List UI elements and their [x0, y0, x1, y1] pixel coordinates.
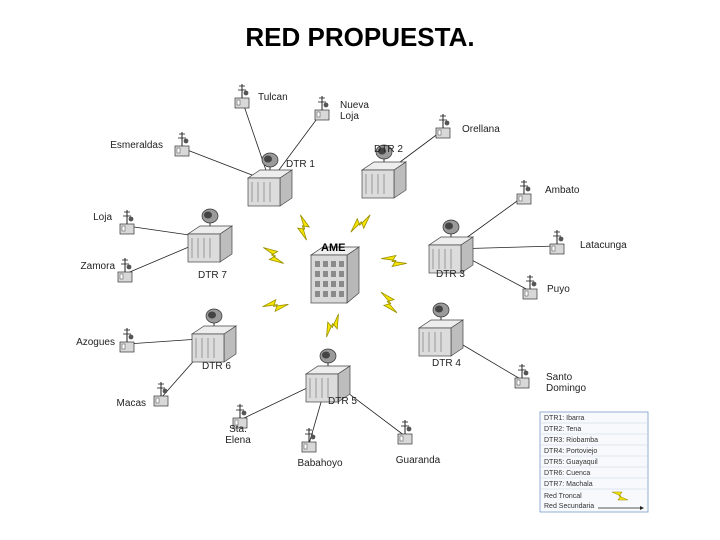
zamora-label: Zamora — [81, 261, 116, 272]
ame-hub-icon — [309, 246, 361, 304]
legend-line-item: Red Troncal — [544, 493, 582, 500]
dtr4-label: DTR 4 — [432, 358, 461, 369]
link-tulcan — [241, 99, 271, 183]
lightning-icon — [326, 313, 339, 338]
lightning-icon — [381, 254, 407, 268]
legend-item: DTR5: Guayaquil — [544, 459, 598, 466]
lightning-icon — [350, 214, 371, 233]
babahoyo-tower-icon — [301, 428, 317, 453]
loja-tower-icon — [119, 210, 135, 235]
legend-item: DTR7: Machala — [544, 481, 593, 488]
latacunga-label: Latacunga — [580, 240, 627, 251]
dtr2-server-icon — [360, 144, 408, 199]
dtr1-label: DTR 1 — [286, 159, 315, 170]
esmeraldas-tower-icon — [174, 132, 190, 157]
dtr7-label: DTR 7 — [198, 270, 227, 281]
dtr3-server-icon — [427, 219, 475, 274]
ambato-tower-icon — [516, 180, 532, 205]
orellana-label: Orellana — [462, 124, 500, 135]
zamora-tower-icon — [117, 258, 133, 283]
legend-item: DTR1: Ibarra — [544, 415, 585, 422]
legend-item: DTR3: Riobamba — [544, 437, 598, 444]
dtr4-server-icon — [417, 302, 465, 357]
tulcan-tower-icon — [234, 84, 250, 109]
dtr5-server-icon — [304, 348, 352, 403]
legend-item: DTR6: Cuenca — [544, 470, 590, 477]
nueva-loja-tower-icon — [314, 96, 330, 121]
dtr7-server-icon — [186, 208, 234, 263]
wireless-link-layer — [262, 214, 407, 338]
lightning-icon — [263, 247, 284, 264]
dtr1-server-icon — [246, 152, 294, 207]
legend-line-item: Red Secundaria — [544, 503, 594, 510]
esmeraldas-label: Esmeraldas — [110, 140, 163, 151]
puyo-tower-icon — [522, 275, 538, 300]
azogues-label: Azogues — [76, 337, 115, 348]
ambato-label: Ambato — [545, 185, 580, 196]
puyo-label: Puyo — [547, 284, 570, 295]
santo-domingo-tower-icon — [514, 364, 530, 389]
ame-label: AME — [321, 242, 345, 254]
macas-label: Macas — [117, 398, 146, 409]
dtr6-label: DTR 6 — [202, 361, 231, 372]
guaranda-tower-icon — [397, 420, 413, 445]
legend-item: DTR2: Tena — [544, 426, 581, 433]
dtr2-label: DTR 2 — [374, 144, 403, 155]
azogues-tower-icon — [119, 328, 135, 353]
dtr6-server-icon — [190, 308, 238, 363]
tulcan-label: Tulcan — [258, 92, 288, 103]
latacunga-tower-icon — [549, 230, 565, 255]
loja-label: Loja — [93, 212, 112, 223]
label-layer: AME DTR 1 DTR 2 DTR 3 DTR 4 DTR 5 DTR 6 DTR 7 Tu… — [76, 92, 627, 469]
legend-lightning-icon — [611, 491, 629, 501]
sta-elena-label: Sta.Elena — [225, 424, 251, 446]
lightning-icon — [296, 214, 311, 241]
babahoyo-label: Babahoyo — [297, 458, 342, 469]
sta-elena-tower-icon — [232, 404, 248, 429]
orellana-tower-icon — [435, 114, 451, 139]
guaranda-label: Guaranda — [396, 455, 441, 466]
legend-item: DTR4: Portoviejo — [544, 448, 597, 455]
dtr3-label: DTR 3 — [436, 269, 465, 280]
lightning-icon — [262, 298, 289, 313]
legend-arrow-icon — [640, 506, 644, 510]
macas-tower-icon — [153, 382, 169, 407]
dtr5-label: DTR 5 — [328, 396, 357, 407]
lightning-icon — [380, 291, 398, 314]
page-title: RED PROPUESTA. — [245, 22, 475, 52]
